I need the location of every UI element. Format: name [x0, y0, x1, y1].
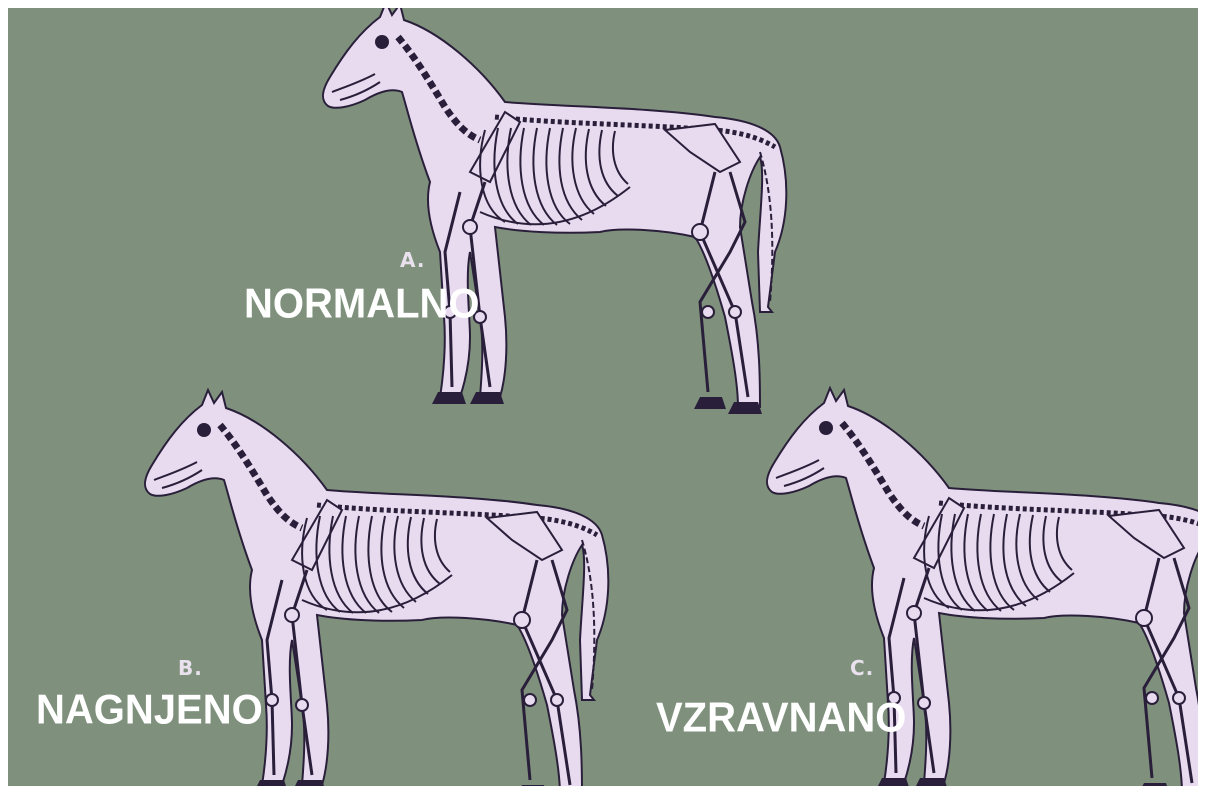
- figure-caption-c: VZRAVNANO: [656, 695, 906, 742]
- figure-letter-c: C.: [850, 656, 874, 680]
- diagram-board: A. NORMALNO B. NAGNJENO C. VZRAVNANO: [8, 8, 1198, 786]
- figure-c: C. VZRAVNANO: [8, 8, 1198, 786]
